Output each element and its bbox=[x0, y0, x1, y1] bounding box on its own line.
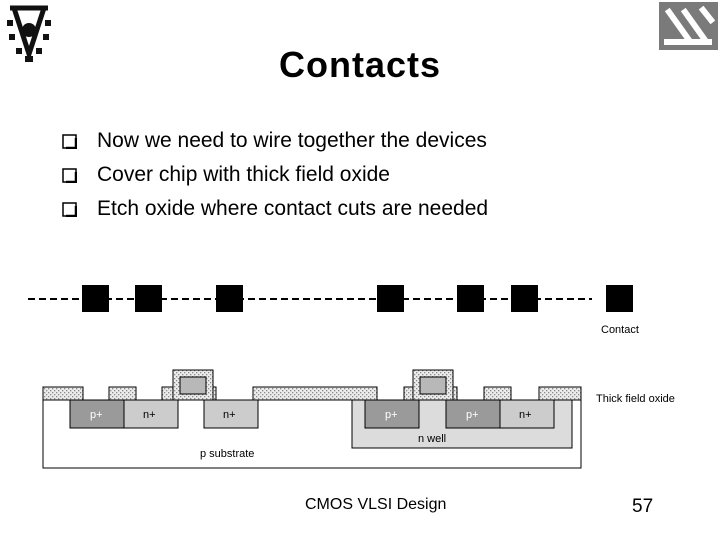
checkbox-bullet-icon bbox=[62, 201, 77, 217]
thick-field-oxide bbox=[252, 386, 378, 401]
n-well-label: n well bbox=[418, 433, 446, 445]
n-plus-label: n+ bbox=[143, 409, 156, 421]
p-plus-label: p+ bbox=[466, 409, 479, 421]
contact-mask-square bbox=[511, 285, 538, 312]
university-logo-icon bbox=[659, 2, 718, 50]
polysilicon-gate bbox=[419, 376, 447, 395]
p-plus-label: p+ bbox=[385, 409, 398, 421]
thick-field-oxide-legend-label: Thick field oxide bbox=[596, 393, 675, 405]
contact-mask-square bbox=[82, 285, 109, 312]
n-plus-diffusion bbox=[123, 399, 179, 429]
thick-field-oxide bbox=[42, 386, 84, 401]
bullet-list: Now we need to wire together the devices… bbox=[62, 124, 488, 226]
footer-course-name: CMOS VLSI Design bbox=[305, 496, 447, 513]
checkbox-bullet-icon bbox=[62, 133, 77, 149]
bullet-text: Now we need to wire together the devices bbox=[97, 129, 487, 152]
bullet-text: Etch oxide where contact cuts are needed bbox=[97, 197, 489, 220]
n-plus-diffusion bbox=[499, 399, 555, 429]
contact-mask-square bbox=[457, 285, 484, 312]
contact-legend-label: Contact bbox=[601, 324, 639, 336]
n-plus-label: n+ bbox=[519, 409, 532, 421]
p-plus-label: p+ bbox=[90, 409, 103, 421]
bullet-item: Cover chip with thick field oxide bbox=[62, 158, 488, 192]
contact-legend-square bbox=[606, 285, 633, 312]
contact-mask-square bbox=[377, 285, 404, 312]
page-number: 57 bbox=[632, 496, 654, 517]
checkbox-bullet-icon bbox=[62, 167, 77, 183]
thick-field-oxide bbox=[538, 386, 582, 401]
technion-logo-icon bbox=[7, 5, 51, 63]
p-plus-diffusion bbox=[364, 399, 420, 429]
cmos-cross-section-diagram: Contact p substrate n well p+ n+ n+ p+ p… bbox=[28, 285, 675, 469]
p-substrate-label: p substrate bbox=[200, 448, 254, 460]
contact-mask-square bbox=[216, 285, 243, 312]
bullet-item: Now we need to wire together the devices bbox=[62, 124, 488, 158]
bullet-item: Etch oxide where contact cuts are needed bbox=[62, 192, 488, 226]
thick-field-oxide bbox=[108, 386, 137, 401]
bullet-text: Cover chip with thick field oxide bbox=[97, 163, 390, 186]
n-plus-diffusion bbox=[203, 399, 259, 429]
contact-mask-square bbox=[135, 285, 162, 312]
n-plus-label: n+ bbox=[223, 409, 236, 421]
thick-field-oxide bbox=[483, 386, 512, 401]
slide-title: Contacts bbox=[278, 44, 442, 85]
polysilicon-gate bbox=[179, 376, 207, 395]
